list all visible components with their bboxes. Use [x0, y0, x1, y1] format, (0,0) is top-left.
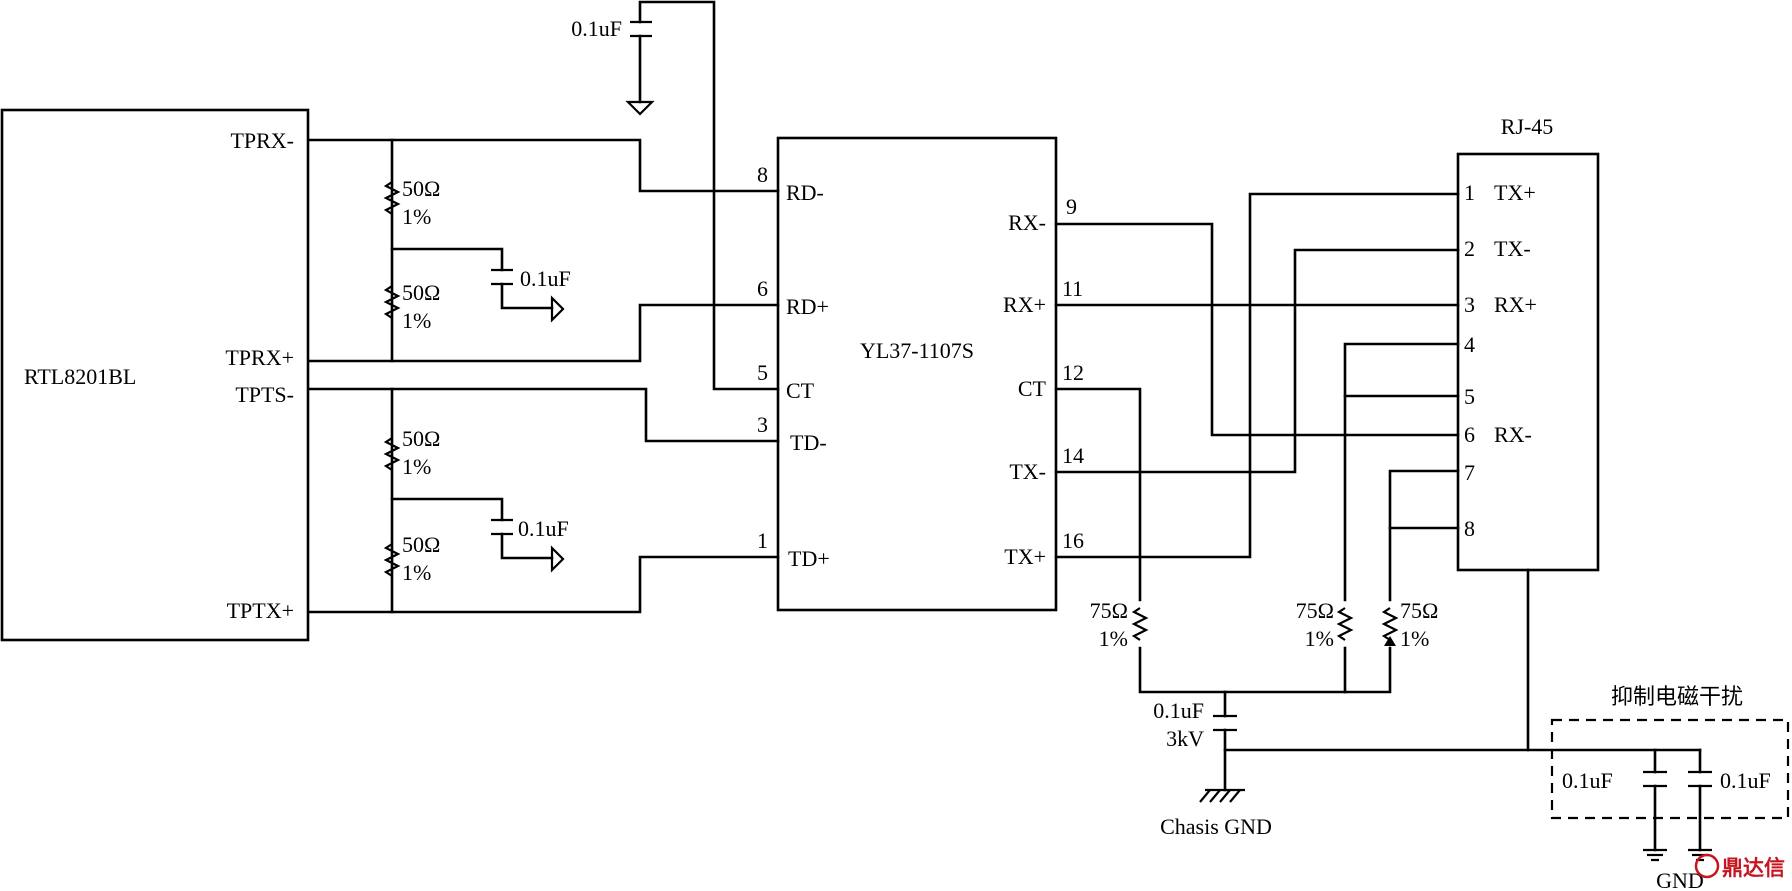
resistor-tolerance: 1% — [402, 204, 431, 229]
pin-number: 8 — [757, 162, 768, 187]
cap-top-value: 0.1uF — [571, 16, 622, 41]
pin-number: 7 — [1464, 460, 1475, 485]
pin-name: TX- — [1009, 459, 1046, 484]
cap-tx-value: 0.1uF — [518, 516, 569, 541]
rj45-connector: RJ-45 — [1456, 114, 1600, 572]
pin-number: 9 — [1066, 194, 1077, 219]
transformer-right-pins: 9 RX- 11 RX+ 12 CT 14 TX- 16 TX+ — [1003, 194, 1084, 569]
transformer-left-pins: 8 RD- 6 RD+ 5 CT 3 TD- 1 TD+ — [757, 162, 830, 571]
pin-number: 1 — [1464, 180, 1475, 205]
pin-name: RX- — [1494, 422, 1532, 447]
resistor-value: 75Ω — [1296, 598, 1334, 623]
ground-icon — [550, 545, 565, 573]
gnd-label: GND — [1656, 868, 1704, 891]
brand-label: 鼎达信 — [1722, 856, 1785, 880]
phy-chip: RTL8201BL TPRX- TPRX+ TPTS- TPTX+ — [0, 108, 310, 642]
resistor-r2 — [383, 285, 401, 319]
pin-number: 12 — [1062, 360, 1084, 385]
resistor-r3 — [383, 437, 401, 471]
phy-chip-label: RTL8201BL — [24, 364, 136, 389]
resistor-r75-1 — [1131, 607, 1149, 641]
phy-pin-tptx-plus: TPTX+ — [227, 598, 294, 623]
pin-number: 5 — [1464, 384, 1475, 409]
resistor-value: 75Ω — [1090, 598, 1128, 623]
emi-box-label: 抑制电磁干扰 — [1611, 685, 1743, 710]
pin-number: 6 — [1464, 422, 1475, 447]
pin-name: RX+ — [1003, 292, 1046, 317]
component-labels: 0.1uF 50Ω 1% 50Ω 1% 0.1uF 50Ω 1% 50Ω 1% … — [402, 16, 1771, 891]
pin-number: 2 — [1464, 236, 1475, 261]
pin-name: TD+ — [788, 546, 830, 571]
resistor-tolerance: 1% — [1400, 626, 1429, 651]
pin-name: RX+ — [1494, 292, 1537, 317]
pin-number: 1 — [757, 528, 768, 553]
pin-name: CT — [1018, 376, 1047, 401]
resistor-r4 — [383, 543, 401, 577]
pin-name: TX- — [1494, 236, 1531, 261]
pin-name: TX+ — [1004, 544, 1046, 569]
pin-name: TX+ — [1494, 180, 1536, 205]
emi-suppression-box: 抑制电磁干扰 — [1550, 685, 1790, 820]
hv-cap-value: 0.1uF — [1153, 698, 1204, 723]
ground-icon — [1643, 848, 1667, 862]
pin-number: 16 — [1062, 528, 1084, 553]
cap-rx-value: 0.1uF — [520, 266, 571, 291]
rj45-label: RJ-45 — [1501, 114, 1554, 139]
pin-number: 11 — [1062, 276, 1083, 301]
resistor-value: 50Ω — [402, 176, 440, 201]
resistor-tolerance: 1% — [1099, 626, 1128, 651]
pin-number: 5 — [757, 360, 768, 385]
resistor-tolerance: 1% — [402, 454, 431, 479]
emi-cap-left-value: 0.1uF — [1562, 768, 1613, 793]
resistor-value: 75Ω — [1400, 598, 1438, 623]
ground-icon — [625, 100, 655, 116]
pin-name: CT — [786, 378, 815, 403]
resistor-r75-2 — [1336, 607, 1354, 641]
pin-number: 6 — [757, 276, 768, 301]
transformer-chip-label: YL37-1107S — [860, 338, 974, 363]
pin-number: 14 — [1062, 443, 1084, 468]
resistor-tolerance: 1% — [402, 308, 431, 333]
pin-number: 4 — [1464, 332, 1475, 357]
rj45-pins: 1 TX+ 2 TX- 3 RX+ 4 5 6 RX- 7 8 — [1464, 180, 1537, 541]
resistor-value: 50Ω — [402, 426, 440, 451]
pin-name: RX- — [1008, 210, 1046, 235]
pin-name: TD- — [790, 430, 827, 455]
hv-cap-voltage: 3kV — [1166, 726, 1204, 751]
pin-name: RD+ — [786, 294, 829, 319]
brand-watermark: 鼎达信 — [1694, 853, 1785, 880]
phy-pin-tprx-plus: TPRX+ — [225, 345, 294, 370]
chassis-gnd-label: Chasis GND — [1160, 814, 1272, 839]
ground-symbols — [550, 100, 1712, 862]
pin-number: 8 — [1464, 516, 1475, 541]
phy-pin-tprx-minus: TPRX- — [230, 128, 294, 153]
capacitors — [491, 20, 1712, 788]
brand-logo-icon — [1694, 853, 1720, 879]
arrow-icon — [1384, 636, 1396, 646]
pin-number: 3 — [757, 412, 768, 437]
resistor-r75-3 — [1381, 607, 1399, 641]
transformer-chip: YL37-1107S — [776, 136, 1058, 612]
phy-pin-tpts-minus: TPTS- — [235, 382, 294, 407]
chassis-ground-icon — [1199, 788, 1245, 803]
resistor-r1 — [383, 181, 401, 215]
resistors — [383, 181, 1399, 646]
resistor-tolerance: 1% — [402, 560, 431, 585]
ground-icon — [550, 295, 565, 323]
pin-number: 3 — [1464, 292, 1475, 317]
resistor-tolerance: 1% — [1305, 626, 1334, 651]
resistor-value: 50Ω — [402, 532, 440, 557]
emi-cap-right-value: 0.1uF — [1720, 768, 1771, 793]
pin-name: RD- — [786, 180, 824, 205]
resistor-value: 50Ω — [402, 280, 440, 305]
